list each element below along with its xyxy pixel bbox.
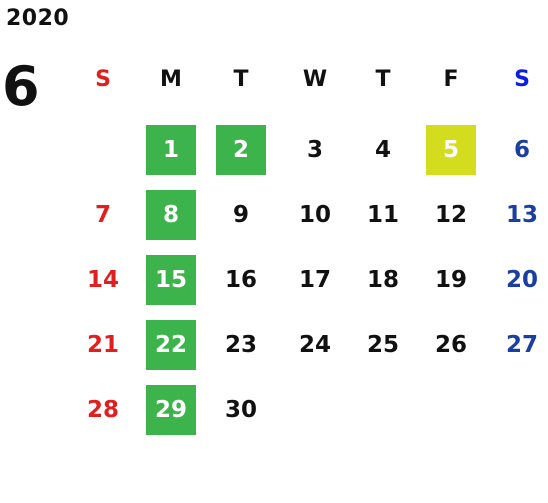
day-2[interactable]: 2 — [216, 125, 266, 175]
day-26[interactable]: 26 — [434, 332, 467, 358]
day-12[interactable]: 12 — [434, 202, 467, 228]
year-label: 2020 — [6, 6, 70, 31]
day-23[interactable]: 23 — [224, 332, 257, 358]
day-30[interactable]: 30 — [224, 397, 257, 423]
day-27[interactable]: 27 — [505, 332, 538, 358]
day-11[interactable]: 11 — [366, 202, 399, 228]
weekday-5: F — [443, 67, 459, 92]
day-10[interactable]: 10 — [298, 202, 331, 228]
day-13[interactable]: 13 — [505, 202, 538, 228]
weekday-3: W — [302, 67, 328, 92]
day-15[interactable]: 15 — [146, 255, 196, 305]
day-16[interactable]: 16 — [224, 267, 257, 293]
day-24[interactable]: 24 — [298, 332, 331, 358]
day-19[interactable]: 19 — [434, 267, 467, 293]
day-7[interactable]: 7 — [94, 202, 111, 228]
day-8[interactable]: 8 — [146, 190, 196, 240]
day-29[interactable]: 29 — [146, 385, 196, 435]
day-1[interactable]: 1 — [146, 125, 196, 175]
day-3[interactable]: 3 — [306, 137, 323, 163]
weekday-4: T — [375, 67, 391, 92]
weekday-2: T — [233, 67, 249, 92]
day-17[interactable]: 17 — [298, 267, 331, 293]
weekday-6: S — [514, 67, 530, 92]
month-number: 6 — [2, 55, 40, 118]
weekday-0: S — [95, 67, 111, 92]
day-5[interactable]: 5 — [426, 125, 476, 175]
day-18[interactable]: 18 — [366, 267, 399, 293]
day-22[interactable]: 22 — [146, 320, 196, 370]
day-28[interactable]: 28 — [86, 397, 119, 423]
day-9[interactable]: 9 — [232, 202, 249, 228]
day-20[interactable]: 20 — [505, 267, 538, 293]
day-4[interactable]: 4 — [374, 137, 391, 163]
day-21[interactable]: 21 — [86, 332, 119, 358]
weekday-1: M — [160, 67, 182, 92]
day-25[interactable]: 25 — [366, 332, 399, 358]
day-14[interactable]: 14 — [86, 267, 119, 293]
day-6[interactable]: 6 — [513, 137, 530, 163]
